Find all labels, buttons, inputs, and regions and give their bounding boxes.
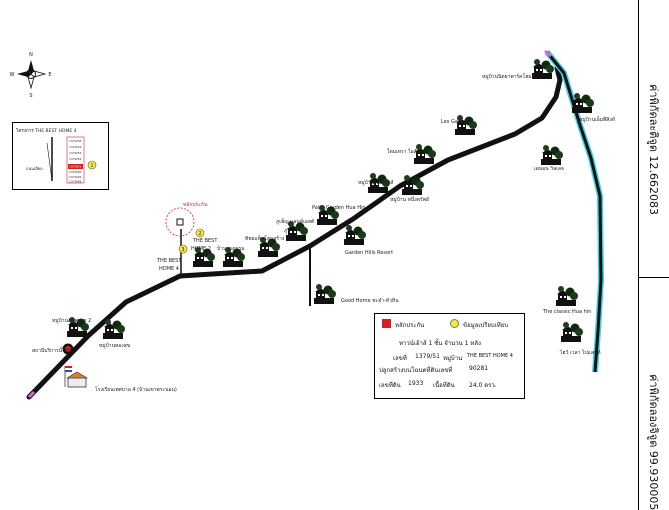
inset-lot-4: 1379/51 [69,165,82,169]
label-garden-hills: Garden Hills Resort [345,250,393,256]
inset-lot-5: 1379/50 [69,170,82,174]
subject-label: หลักประกัน [183,202,208,208]
svg-text:2: 2 [198,231,201,237]
landmark-garden-hills-icon [344,225,366,245]
coastal-road-cap [544,49,552,58]
landmark-mp-sing-icon [572,93,594,113]
subject-highlight-circle [165,207,195,237]
property-info-box: หลักประกัน ข้อมูลเปรียบเทียบ ทาวน์เฮ้าส์… [374,313,525,399]
label-best-home2-a: THE BEST [192,238,218,244]
label-best-home4-b: HOME 4 [159,266,179,272]
inset-lot-1: 1379/54 [69,145,82,149]
subject-marker-square [176,218,184,226]
label-new-wave: ไฮว์ เวลา ไปแลนด์ [559,349,601,356]
label-school: โรงเรียนเทศบาล 4 (บ้านเขาพระนอน) [95,386,177,393]
landmark-les-gardens-icon [455,115,477,135]
legend-val-lot: 1379/51 [415,353,440,360]
label-best-home2-b: HOME 2 [191,246,211,252]
gas-station-icon [62,343,74,355]
compass-rose: N S E W [10,52,52,99]
landmark-nittaya-icon [532,59,554,79]
legend-circle-icon [450,319,459,328]
label-good-home: Good Home ชะอำ-หัวหิน [341,297,399,304]
inset-site-plan: โครงการ THE BEST HOME 4 ถนนเลียบ 1379/55… [12,122,109,190]
label-thong-suk: หมู่บ้านทองสุข [99,342,130,349]
inset-lot-3: 1379/52 [69,157,82,161]
legend-val-area: 24.0 ตรว. [469,382,497,389]
label-demon-village: เดมอน วิลเลจ [534,165,564,172]
landmark-demon-village-icon [541,145,563,165]
marker-2: 2 [195,228,205,238]
inset-lot-2: 1379/53 [69,151,82,155]
road-start-cap [27,390,36,399]
legend-key-area: เนื้อที่ดิน [433,382,455,389]
inset-road-label: ถนนเลียบ [26,166,43,171]
compass-e: E [48,72,51,78]
main-road [26,65,563,400]
inset-lot-0: 1379/55 [69,139,82,143]
label-kunnatham: บ้านกุนธรรม [217,245,245,252]
label-domtera: ใดมเทรา ไอส์ทรี [387,148,423,155]
label-puanpara: ภูเพ็ญ แลนด์เอสต์ [276,217,314,225]
coastal-road [545,51,603,373]
label-mp-sing: หมู่บ้านเอ็มพีสิงห์ [579,115,615,123]
legend-square-label: หลักประกัน [395,322,425,329]
inset-lot-7: 1379/48 [69,180,82,184]
marker-3: 3 [178,244,188,254]
inset-lot-strip [66,136,85,184]
inset-lot-6: 1379/49 [69,175,82,179]
svg-text:3: 3 [181,247,184,253]
label-classic: The classic Hua hin [542,309,591,315]
legend-circle-label: ข้อมูลเปรียบเทียบ [463,322,509,329]
landmark-classic-icon [556,286,578,306]
latitude-panel: ค่าพิกัดละติจูด 12.662083 [638,0,669,278]
legend-val-land: 1933 [408,380,424,387]
longitude-label: ค่าพิกัดลองจิจูด 99.930005 [647,374,660,510]
legend-val-permit: 90281 [469,365,489,372]
landmark-nueng-sap-icon [402,175,424,195]
legend-key-lot: เลขที่ [393,355,407,362]
label-nittaya: หมู่บ้านนิตยาพาร์คโฮมส์ [482,73,535,80]
label-suk-sabai2: หมู่บ้านสุขสบาย 2 [52,317,91,324]
inset-marker-1: 1 [87,160,97,170]
svg-text:1: 1 [91,163,94,169]
longitude-panel: ค่าพิกัดลองจิจูด 99.930005 [638,278,669,510]
label-best-home4-a: THE BEST [156,258,182,264]
label-tiwa: ทิพยแพ็ตโฮมสร้าง [245,234,285,242]
label-thai-house: หมู่บ้านไทยเฮ้าส์ [358,179,393,186]
compass-w: W [10,72,15,78]
label-gas-station: สถานีบริการน้ำมัน [32,345,72,354]
legend-heading: ทาวน์เฮ้าส์ 1 ชั้น จำนวน 1 หลัง [399,340,481,347]
latitude-label: ค่าพิกัดละติจูด 12.662083 [647,84,660,215]
compass-s: S [29,93,32,99]
label-puri: ภูริ [284,227,290,234]
legend-key-land: เลขที่ดิน [379,382,401,389]
label-nueng-sap: หมู่บ้าน หนึ่งทรัพย์ [390,196,429,203]
landmark-thong-suk-icon [103,319,125,339]
legend-val-village: THE BEST HOME 4 [467,353,513,359]
compass-n: N [29,52,33,58]
legend-key-village: หมู่บ้าน [443,355,463,362]
legend-key-permit: ปลูกสร้างบนโฉนดที่ดินเลขที่ [379,367,453,374]
inset-title: โครงการ THE BEST HOME 4 [16,127,77,134]
school-icon [64,366,89,388]
landmark-good-home-icon [314,284,336,304]
legend-square-icon [382,319,391,328]
label-les-gardens: Les Gardens [441,119,472,125]
label-palm-garden: Palm Garden Hua Hin [312,205,366,211]
landmark-new-wave-icon [561,322,583,342]
